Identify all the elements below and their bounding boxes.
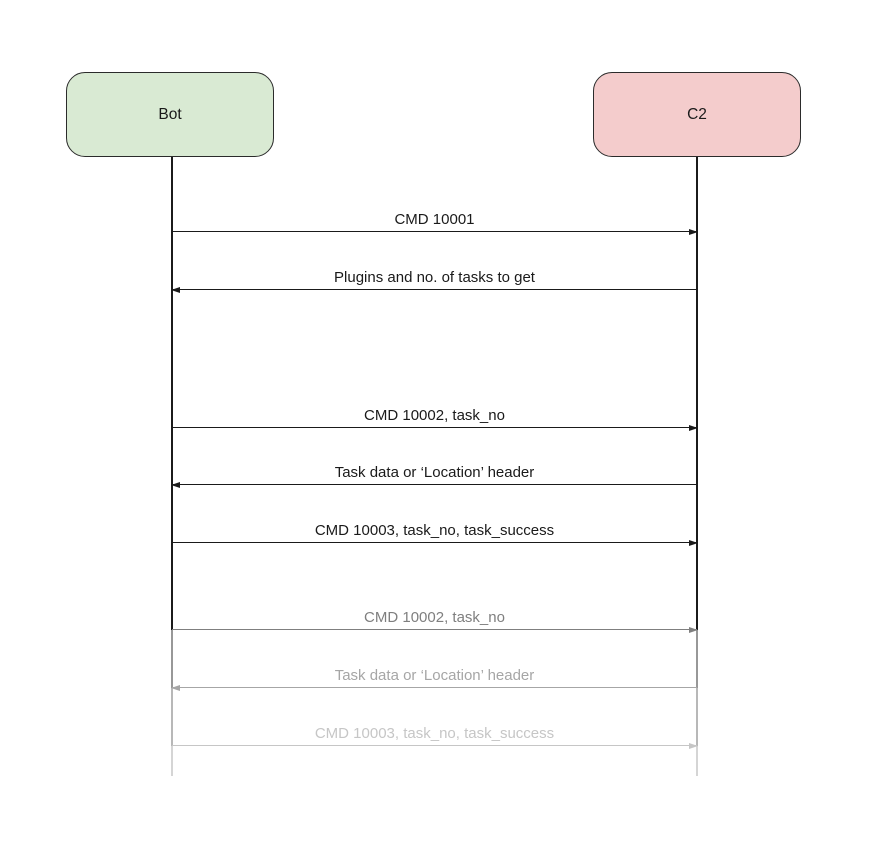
arrowhead-right-icon (689, 540, 698, 546)
arrowhead-right-icon (689, 229, 698, 235)
message-label: Task data or ‘Location’ header (334, 464, 535, 481)
message-label: Plugins and no. of tasks to get (334, 269, 535, 286)
arrowhead-right-icon (689, 627, 698, 633)
message-label: CMD 10002, task_no (364, 609, 505, 626)
message-label: Task data or ‘Location’ header (334, 667, 535, 684)
arrowhead-right-icon (689, 743, 698, 749)
message-6: CMD 10002, task_no (172, 602, 698, 633)
arrowhead-left-icon (171, 287, 180, 293)
message-1: CMD 10001 (172, 204, 698, 235)
message-5: CMD 10003, task_no, task_success (172, 515, 698, 546)
actor-label-c2: C2 (687, 105, 707, 123)
message-label: CMD 10001 (394, 211, 475, 228)
actor-box-bot: Bot (66, 72, 274, 157)
lifeline-c2 (696, 157, 698, 776)
message-3: CMD 10002, task_no (172, 400, 698, 431)
message-2: Plugins and no. of tasks to get (171, 262, 697, 293)
actor-box-c2: C2 (593, 72, 801, 157)
arrowhead-left-icon (171, 482, 180, 488)
lifeline-bot (171, 157, 173, 776)
message-4: Task data or ‘Location’ header (171, 457, 697, 488)
message-7: Task data or ‘Location’ header (171, 660, 697, 691)
message-8: CMD 10003, task_no, task_success (172, 718, 698, 749)
message-label: CMD 10002, task_no (364, 407, 505, 424)
arrowhead-right-icon (689, 425, 698, 431)
message-label: CMD 10003, task_no, task_success (314, 522, 555, 539)
message-label: CMD 10003, task_no, task_success (314, 725, 555, 742)
arrowhead-left-icon (171, 685, 180, 691)
actor-label-bot: Bot (158, 105, 182, 123)
